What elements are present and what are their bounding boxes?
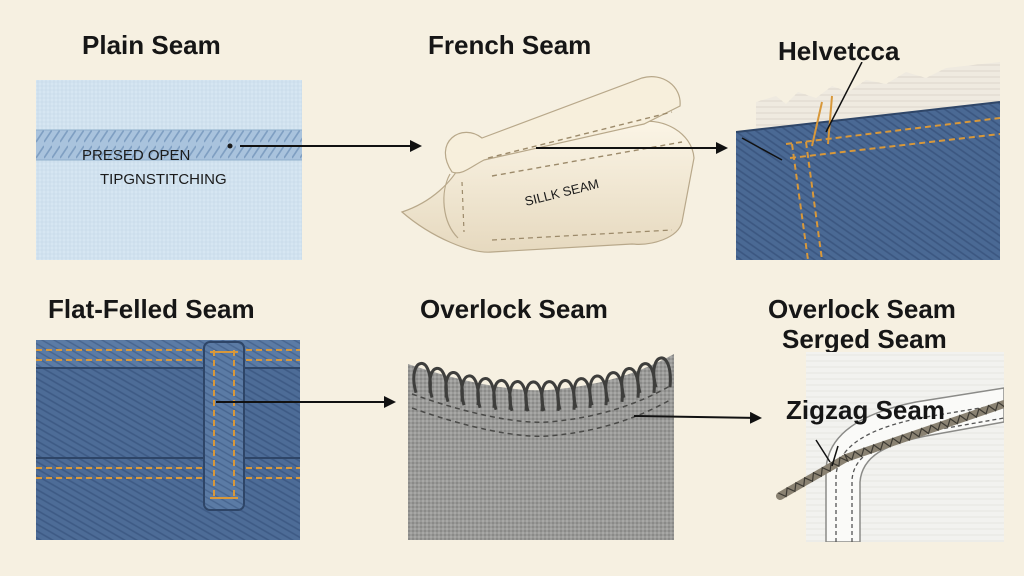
- plain-label-pressed-open: PRESED OPEN: [82, 147, 190, 164]
- title-zigzag-seam: Zigzag Seam: [786, 395, 945, 425]
- plain-pointer-dot: [227, 143, 233, 149]
- title-flat-felled-seam: Flat-Felled Seam: [48, 294, 255, 324]
- plain-seam-labels: PRESED OPEN TIPGNSTITCHING: [82, 143, 233, 188]
- plain-label-topstitching: TIPGNSTITCHING: [100, 171, 227, 188]
- french-seam-panel: SILLK SEAM: [392, 62, 704, 258]
- title-helvetcca: Helvetcca: [778, 36, 900, 66]
- zigzag-panel: [776, 352, 1004, 542]
- title-french-seam: French Seam: [428, 30, 592, 60]
- arrow-overlock-to-zigzag: [633, 411, 762, 424]
- overlock-panel: [408, 334, 674, 540]
- title-plain-seam: Plain Seam: [82, 30, 221, 60]
- title-overlock-seam-right: Overlock Seam: [768, 294, 956, 324]
- plain-seam-panel: [36, 80, 302, 260]
- title-overlock-seam: Overlock Seam: [420, 294, 608, 324]
- helvetcca-panel: [736, 62, 1000, 260]
- flat-felled-panel: [36, 340, 300, 540]
- title-serged-seam: Serged Seam: [782, 324, 947, 354]
- overlock-loop: [652, 356, 672, 388]
- overlock-loops: [412, 356, 672, 412]
